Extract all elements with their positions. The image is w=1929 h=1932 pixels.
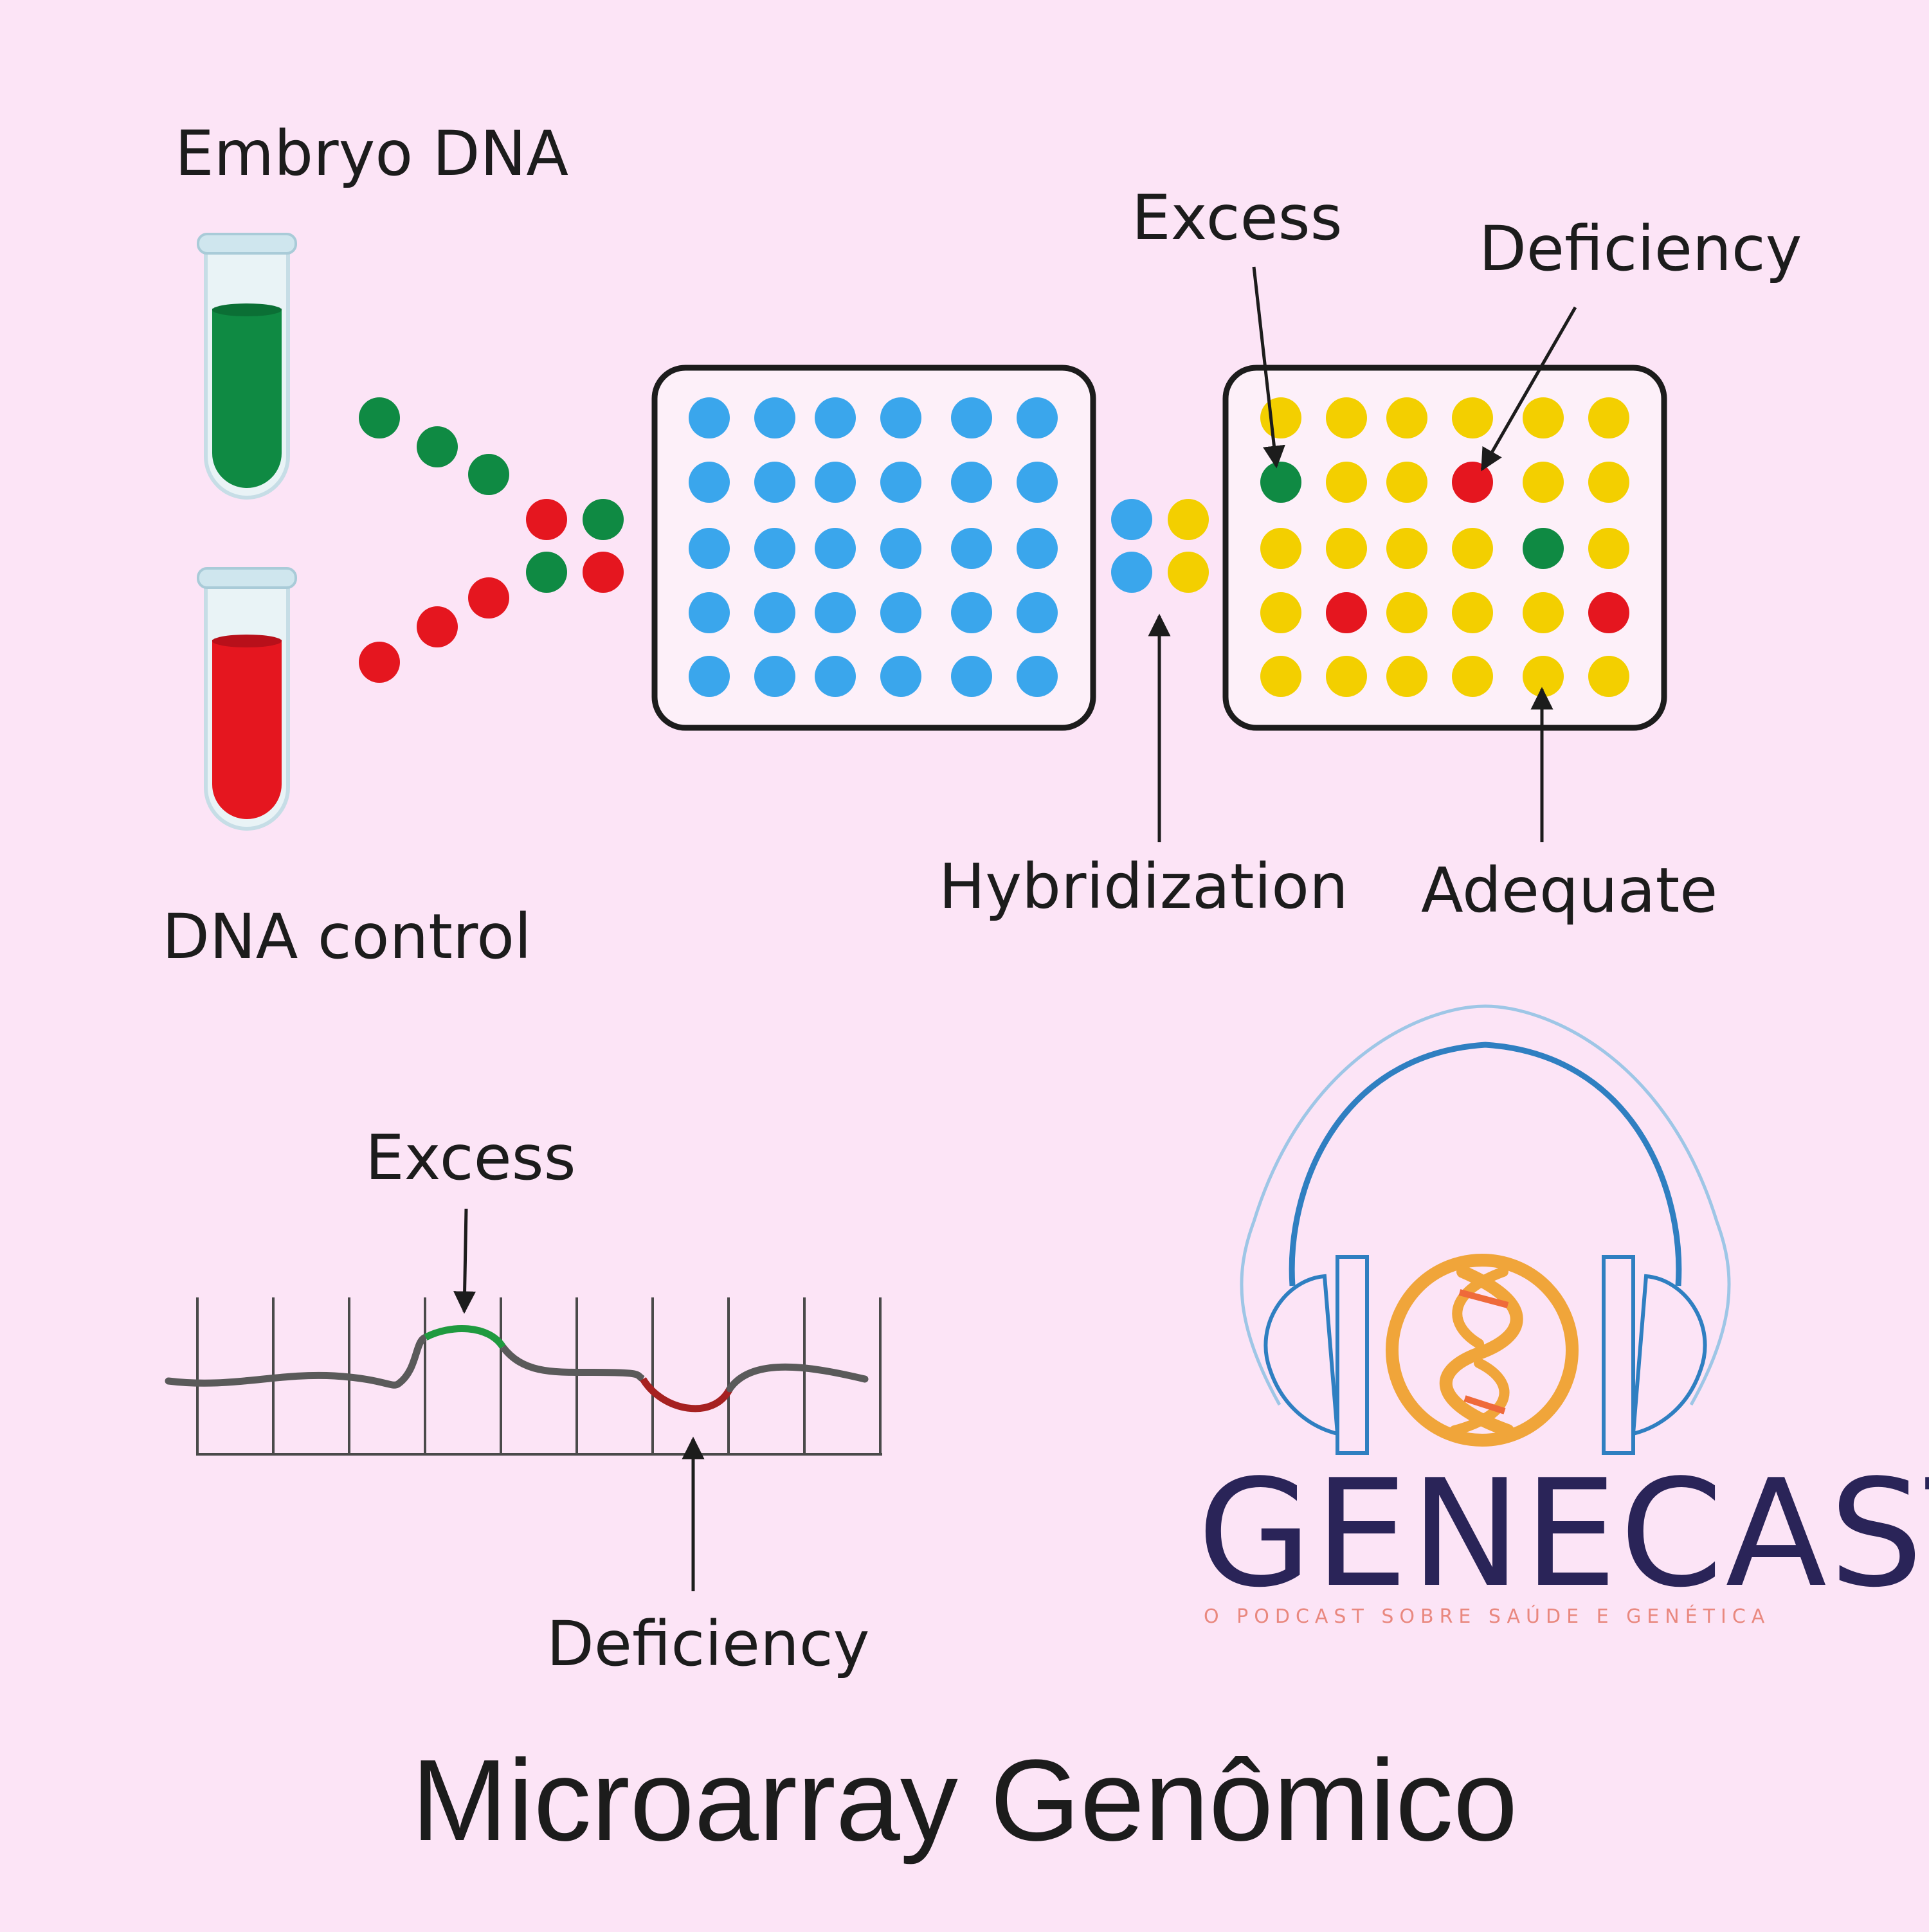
result-dot xyxy=(1523,656,1564,697)
probe-dot xyxy=(815,592,856,633)
result-dot xyxy=(1326,656,1367,697)
result-dot xyxy=(1452,397,1493,438)
probe-dot xyxy=(754,528,795,569)
probe-dot xyxy=(815,656,856,697)
excess-label: Excess xyxy=(1132,182,1343,254)
pointer-lines xyxy=(1148,266,1577,842)
headphones-icon xyxy=(1240,1004,1731,1455)
result-dot xyxy=(1260,397,1301,438)
result-dot xyxy=(1523,462,1564,503)
result-dot xyxy=(1588,462,1629,503)
result-dot xyxy=(1523,528,1564,569)
result-dot xyxy=(1260,462,1301,503)
dna-dots-flow xyxy=(359,397,624,683)
probe-dot xyxy=(815,397,856,438)
result-dot xyxy=(1523,592,1564,633)
probe-dot xyxy=(880,397,921,438)
probe-chip xyxy=(651,365,1096,731)
probe-dot xyxy=(754,592,795,633)
probe-dot xyxy=(880,528,921,569)
probe-dot xyxy=(689,528,730,569)
graph-excess-label: Excess xyxy=(365,1122,576,1194)
result-dot xyxy=(1588,592,1629,633)
brand-name: GENECAST xyxy=(1197,1449,1929,1620)
result-chip xyxy=(1222,365,1667,731)
result-dot xyxy=(1588,397,1629,438)
embryo-dna-label: Embryo DNA xyxy=(175,118,568,190)
graph-pointers xyxy=(453,1208,705,1591)
graph-deficiency-label: Deficiency xyxy=(547,1608,869,1680)
result-dot xyxy=(1386,592,1427,633)
hybridization-label: Hybridization xyxy=(939,851,1348,923)
dna-control-tube xyxy=(197,567,297,831)
result-dot xyxy=(1386,528,1427,569)
deficiency-label: Deficiency xyxy=(1479,213,1802,285)
result-dot xyxy=(1260,592,1301,633)
result-dot xyxy=(1386,462,1427,503)
probe-dot xyxy=(689,397,730,438)
probe-dot xyxy=(689,656,730,697)
probe-dot xyxy=(880,462,921,503)
probe-dot xyxy=(689,462,730,503)
probe-dot xyxy=(754,656,795,697)
probe-dot xyxy=(951,656,992,697)
hybridization-dots xyxy=(1111,499,1209,593)
signal-curve xyxy=(165,1371,403,1389)
dna-control-label: DNA control xyxy=(162,901,532,973)
probe-dot xyxy=(689,592,730,633)
genecast-logo: GENECAST O PODCAST SOBRE SAÚDE E GENÉTIC… xyxy=(1197,1004,1929,1628)
probe-dot xyxy=(1017,397,1058,438)
result-dot xyxy=(1260,656,1301,697)
probe-dot xyxy=(815,462,856,503)
result-dot xyxy=(1452,656,1493,697)
result-dot xyxy=(1452,462,1493,503)
probe-dot xyxy=(1017,528,1058,569)
probe-dot xyxy=(1017,656,1058,697)
embryo-dna-tube xyxy=(197,233,297,500)
result-dot xyxy=(1326,592,1367,633)
brand-tagline: O PODCAST SOBRE SAÚDE E GENÉTICA xyxy=(1204,1604,1770,1628)
result-dot xyxy=(1452,528,1493,569)
page-title: Microarray Genômico xyxy=(412,1736,1517,1865)
deficiency-dip xyxy=(640,1377,733,1413)
result-dot xyxy=(1326,462,1367,503)
probe-dot xyxy=(951,528,992,569)
probe-chip-dots xyxy=(689,397,1058,697)
result-dot xyxy=(1326,397,1367,438)
result-dot xyxy=(1452,592,1493,633)
result-chip-dots xyxy=(1260,397,1629,697)
result-dot xyxy=(1326,528,1367,569)
probe-dot xyxy=(951,462,992,503)
dna-helix-icon xyxy=(1386,1254,1579,1447)
result-dot xyxy=(1523,397,1564,438)
adequate-label: Adequate xyxy=(1421,854,1717,926)
result-dot xyxy=(1386,656,1427,697)
probe-dot xyxy=(880,592,921,633)
probe-dot xyxy=(1017,592,1058,633)
cgh-graph xyxy=(165,1297,882,1456)
probe-dot xyxy=(880,656,921,697)
probe-dot xyxy=(1017,462,1058,503)
probe-dot xyxy=(754,397,795,438)
result-dot xyxy=(1386,397,1427,438)
probe-dot xyxy=(951,592,992,633)
probe-dot xyxy=(815,528,856,569)
result-dot xyxy=(1260,528,1301,569)
probe-dot xyxy=(754,462,795,503)
excess-peak xyxy=(424,1325,506,1350)
result-dot xyxy=(1588,656,1629,697)
result-dot xyxy=(1588,528,1629,569)
probe-dot xyxy=(951,397,992,438)
